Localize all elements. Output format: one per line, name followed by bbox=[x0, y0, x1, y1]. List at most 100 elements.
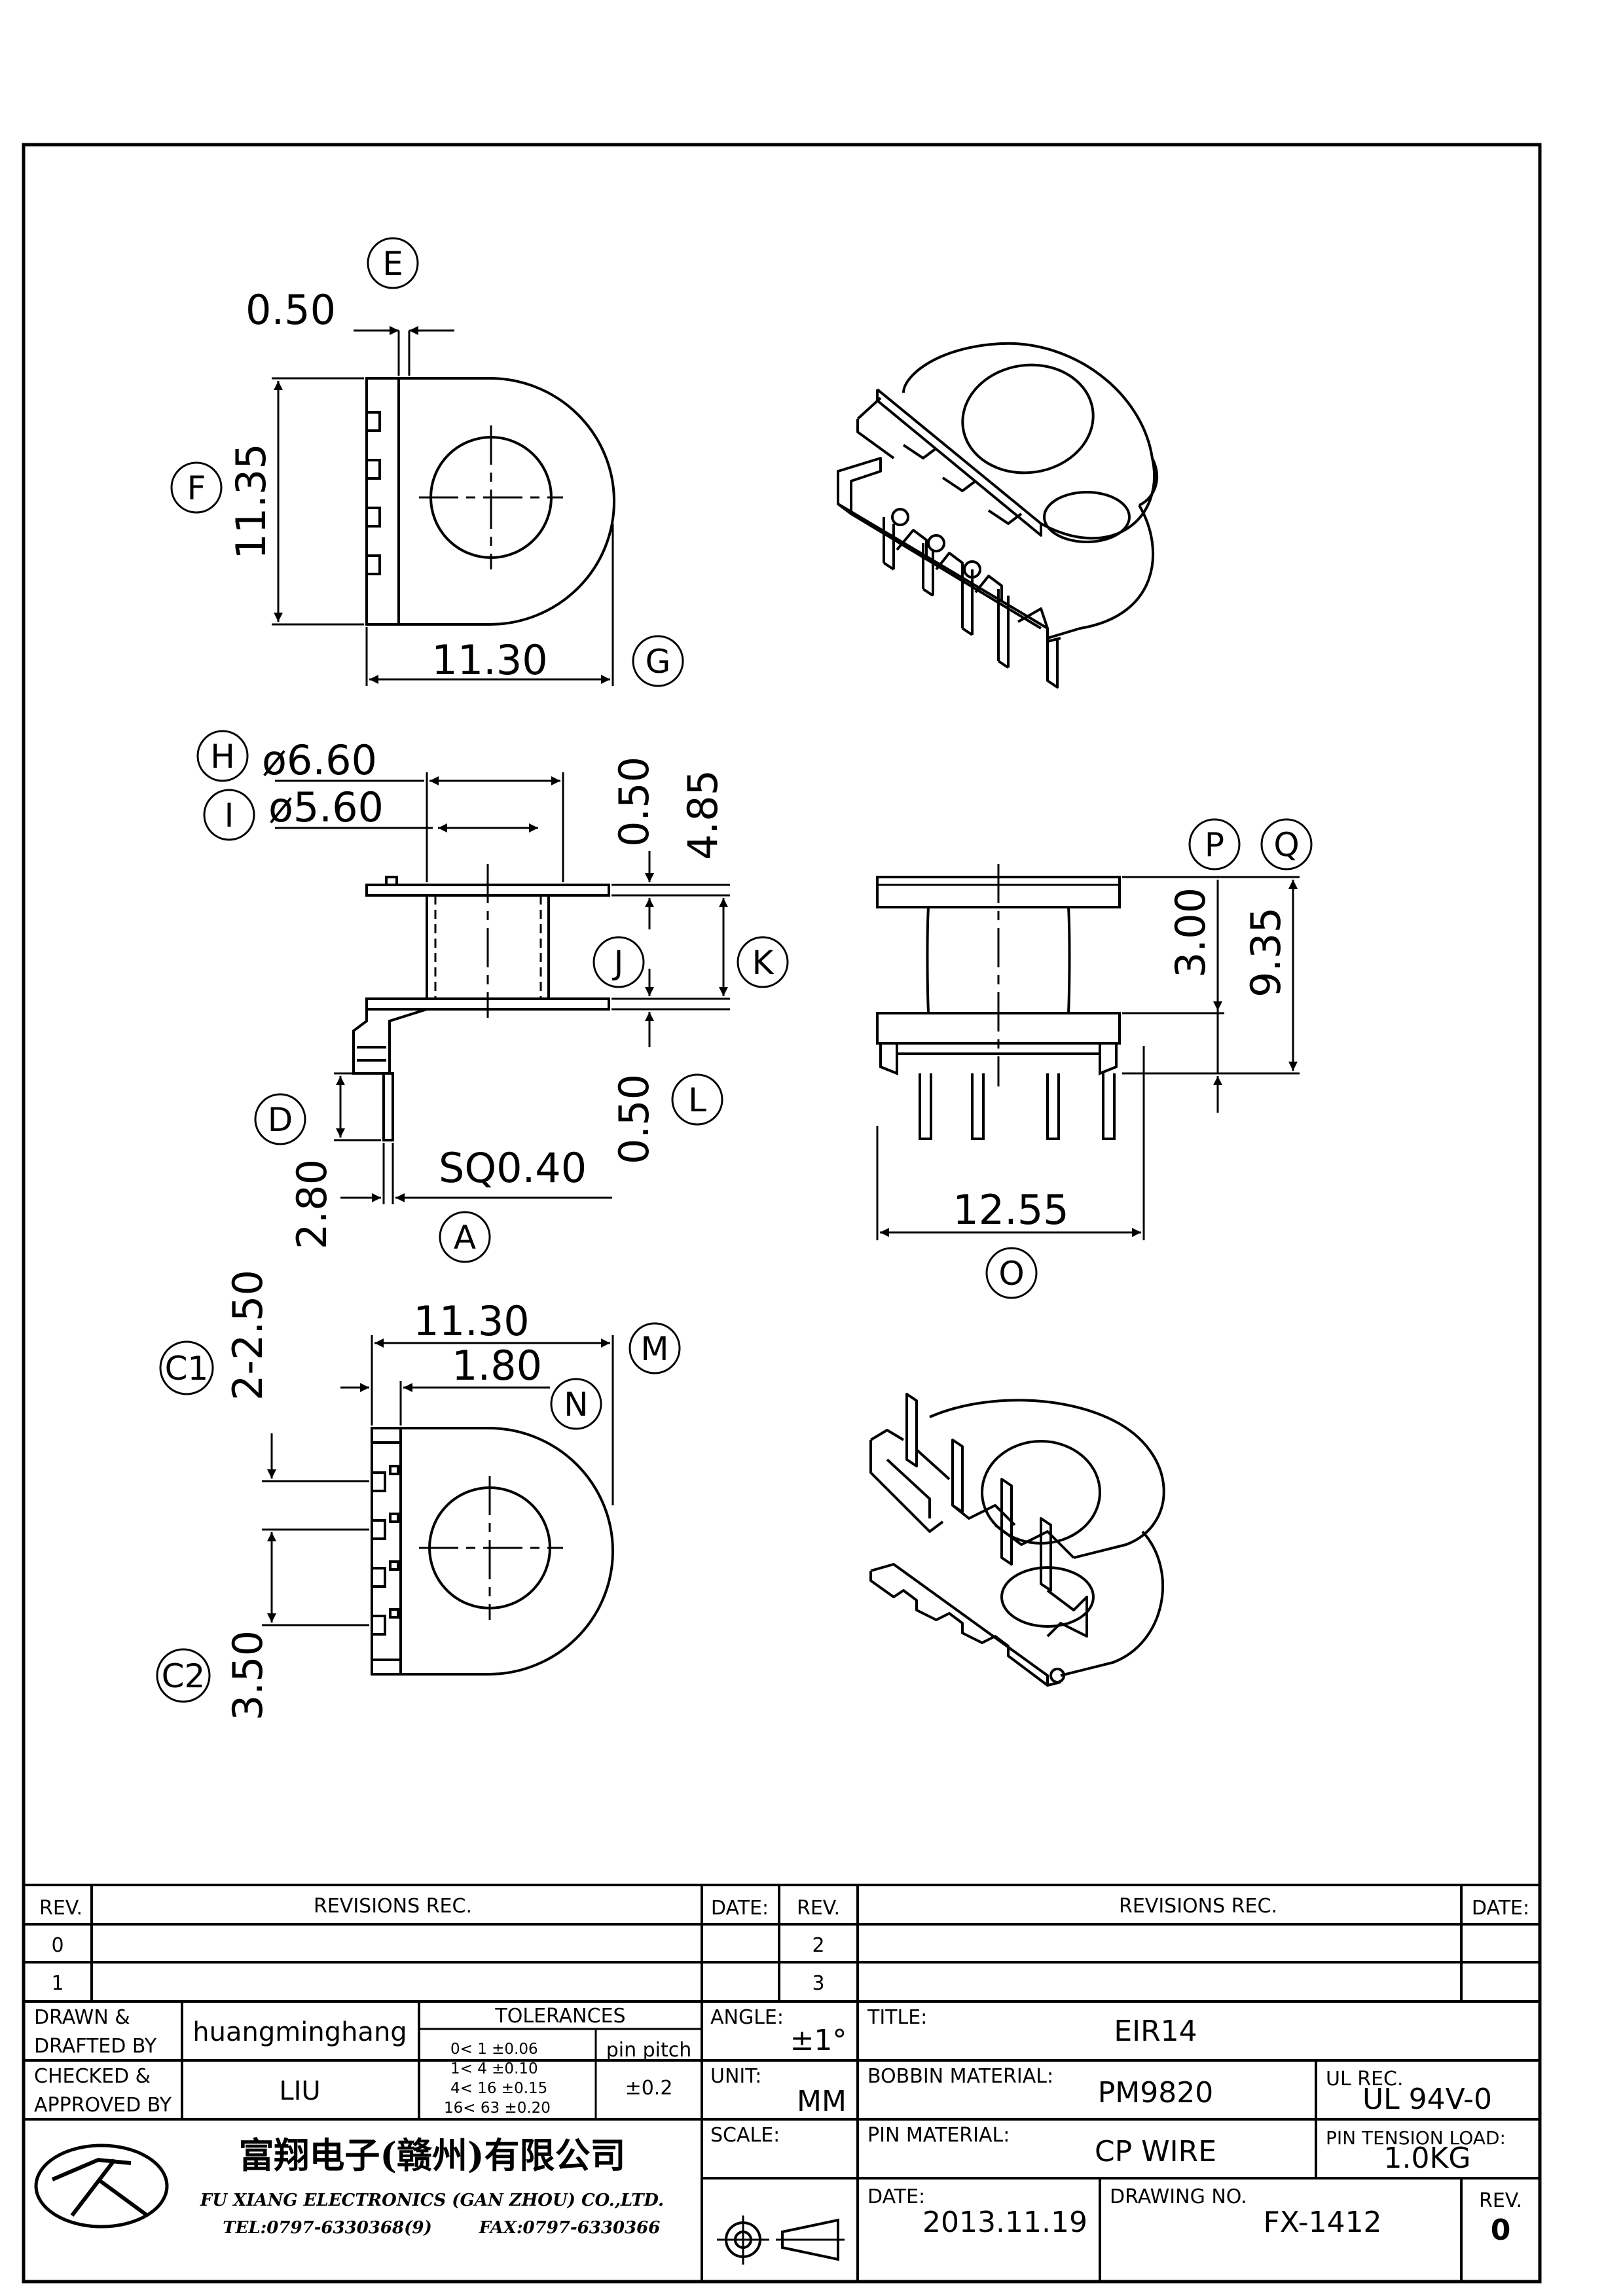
balloon-c2 bbox=[156, 1648, 211, 1703]
balloon-p bbox=[1188, 818, 1241, 870]
view-front-section bbox=[275, 772, 730, 1204]
view-isometric-upper bbox=[837, 342, 1159, 689]
pin-material-label: PIN MATERIAL: bbox=[867, 2124, 1010, 2147]
dim-overall-485: 4.85 bbox=[679, 770, 727, 860]
balloon-i-label: I bbox=[225, 797, 234, 834]
tolerance-row-1: 0< 1 ±0.06 bbox=[450, 2041, 538, 2058]
scale-label: SCALE: bbox=[710, 2124, 780, 2147]
dim-f-height: 11.35 bbox=[227, 443, 275, 560]
checked-value: LIU bbox=[279, 2076, 320, 2106]
balloon-k bbox=[737, 936, 789, 988]
ul-label: UL REC. bbox=[1326, 2068, 1404, 2090]
view-side bbox=[876, 864, 1300, 1240]
balloon-m-label: M bbox=[640, 1330, 668, 1368]
balloon-d-label: D bbox=[268, 1101, 293, 1139]
pin-pitch-label: pin pitch bbox=[606, 2039, 692, 2062]
balloon-g bbox=[632, 635, 684, 687]
balloon-o-label: O bbox=[998, 1255, 1024, 1293]
bobbin-material-value: PM9820 bbox=[1098, 2076, 1213, 2109]
company-tel: TEL:0797-6330368(9) bbox=[223, 2218, 432, 2238]
company-name-en: FU XIANG ELECTRONICS (GAN ZHOU) CO.,LTD. bbox=[200, 2191, 664, 2210]
dim-c2-pitch: 3.50 bbox=[224, 1630, 272, 1721]
dim-c1-pitch: 2-2.50 bbox=[224, 1270, 272, 1401]
balloon-l-label: L bbox=[688, 1081, 706, 1119]
pin-tension-label: PIN TENSION LOAD: bbox=[1326, 2127, 1506, 2149]
drawn-label-2: DRAFTED BY bbox=[34, 2035, 157, 2058]
date-label: DATE: bbox=[867, 2185, 925, 2208]
revisions-header-right: REVISIONS REC. bbox=[1119, 1895, 1277, 1918]
tolerance-row-4: 16< 63 ±0.20 bbox=[444, 2100, 551, 2117]
unit-label: UNIT: bbox=[710, 2065, 761, 2088]
balloon-j-label: J bbox=[612, 944, 624, 982]
balloon-i bbox=[203, 789, 255, 841]
balloon-h bbox=[196, 730, 249, 782]
balloon-c1 bbox=[159, 1340, 214, 1395]
drawn-label-1: DRAWN & bbox=[34, 2006, 130, 2029]
view-bottom bbox=[262, 1335, 614, 1676]
drawing-no-label: DRAWING NO. bbox=[1110, 2185, 1247, 2208]
title-value: EIR14 bbox=[1114, 2015, 1197, 2048]
title-block-lines bbox=[24, 1884, 1540, 2282]
tolerances-header: TOLERANCES bbox=[494, 2005, 625, 2028]
checked-label-1: CHECKED & bbox=[34, 2065, 151, 2088]
dim-a-pin-square: SQ0.40 bbox=[439, 1144, 587, 1192]
balloon-l bbox=[671, 1073, 723, 1126]
date-header-right: DATE: bbox=[1472, 1897, 1529, 1920]
dim-bottom-flange: 0.50 bbox=[610, 1074, 658, 1164]
dim-top-flange: 0.50 bbox=[610, 757, 658, 847]
balloon-p-label: P bbox=[1205, 826, 1224, 864]
balloon-e-label: E bbox=[382, 245, 403, 283]
balloon-c1-label: C1 bbox=[165, 1350, 209, 1388]
drawing-no-value: FX-1412 bbox=[1263, 2206, 1381, 2239]
balloon-e bbox=[367, 237, 419, 289]
balloon-g-label: G bbox=[646, 643, 671, 681]
balloon-f-label: F bbox=[187, 469, 206, 507]
dim-n-offset: 1.80 bbox=[452, 1342, 542, 1390]
balloon-q-label: Q bbox=[1273, 826, 1299, 864]
bobbin-material-label: BOBBIN MATERIAL: bbox=[867, 2065, 1053, 2088]
dim-o-width: 12.55 bbox=[953, 1186, 1069, 1234]
view-isometric-lower bbox=[869, 1393, 1165, 1687]
dim-p-height: 3.00 bbox=[1167, 888, 1214, 978]
tolerance-row-2: 1< 4 ±0.10 bbox=[450, 2060, 538, 2077]
balloon-n bbox=[550, 1378, 602, 1430]
rev-header-right: REV. bbox=[797, 1897, 840, 1920]
dim-i-dia: ø5.60 bbox=[268, 783, 384, 831]
tolerance-row-3: 4< 16 ±0.15 bbox=[450, 2080, 547, 2097]
ul-value: UL 94V-0 bbox=[1362, 2083, 1492, 2116]
pin-pitch-value: ±0.2 bbox=[625, 2077, 673, 2100]
sheet-border bbox=[22, 143, 1542, 2284]
company-fax: FAX:0797-6330366 bbox=[479, 2218, 661, 2238]
revisions-header-left: REVISIONS REC. bbox=[314, 1895, 472, 1918]
balloon-o bbox=[985, 1247, 1038, 1299]
balloon-a bbox=[439, 1211, 491, 1263]
company-name-cn: 富翔电子(赣州)有限公司 bbox=[238, 2134, 625, 2176]
date-value: 2013.11.19 bbox=[922, 2206, 1087, 2239]
view-top bbox=[272, 326, 615, 686]
rev-row-1: 1 bbox=[51, 1972, 64, 1995]
balloon-a-label: A bbox=[454, 1219, 476, 1257]
checked-label-2: APPROVED BY bbox=[34, 2094, 172, 2117]
rev-row-3: 3 bbox=[812, 1972, 824, 1995]
balloon-f bbox=[170, 461, 223, 514]
pin-material-value: CP WIRE bbox=[1095, 2135, 1216, 2168]
rev-label: REV. bbox=[1479, 2189, 1522, 2212]
date-header-left: DATE: bbox=[711, 1897, 769, 1920]
dim-g-width: 11.30 bbox=[431, 636, 548, 684]
dim-e-tab: 0.50 bbox=[246, 286, 336, 334]
angle-value: ±1° bbox=[790, 2024, 847, 2057]
balloon-c2-label: C2 bbox=[162, 1657, 206, 1695]
balloon-m bbox=[629, 1322, 681, 1374]
dim-h-dia: ø6.60 bbox=[262, 736, 377, 784]
pin-tension-value: 1.0KG bbox=[1384, 2142, 1471, 2175]
dim-q-height: 9.35 bbox=[1242, 907, 1290, 997]
title-label: TITLE: bbox=[867, 2006, 927, 2029]
balloon-n-label: N bbox=[564, 1386, 588, 1424]
rev-row-2: 2 bbox=[812, 1934, 824, 1957]
dim-m-width: 11.30 bbox=[413, 1297, 530, 1345]
rev-header-left: REV. bbox=[39, 1897, 82, 1920]
angle-label: ANGLE: bbox=[710, 2006, 784, 2029]
drawn-value: huangminghang bbox=[192, 2017, 407, 2047]
unit-value: MM bbox=[797, 2085, 847, 2118]
rev-row-0: 0 bbox=[51, 1934, 64, 1957]
